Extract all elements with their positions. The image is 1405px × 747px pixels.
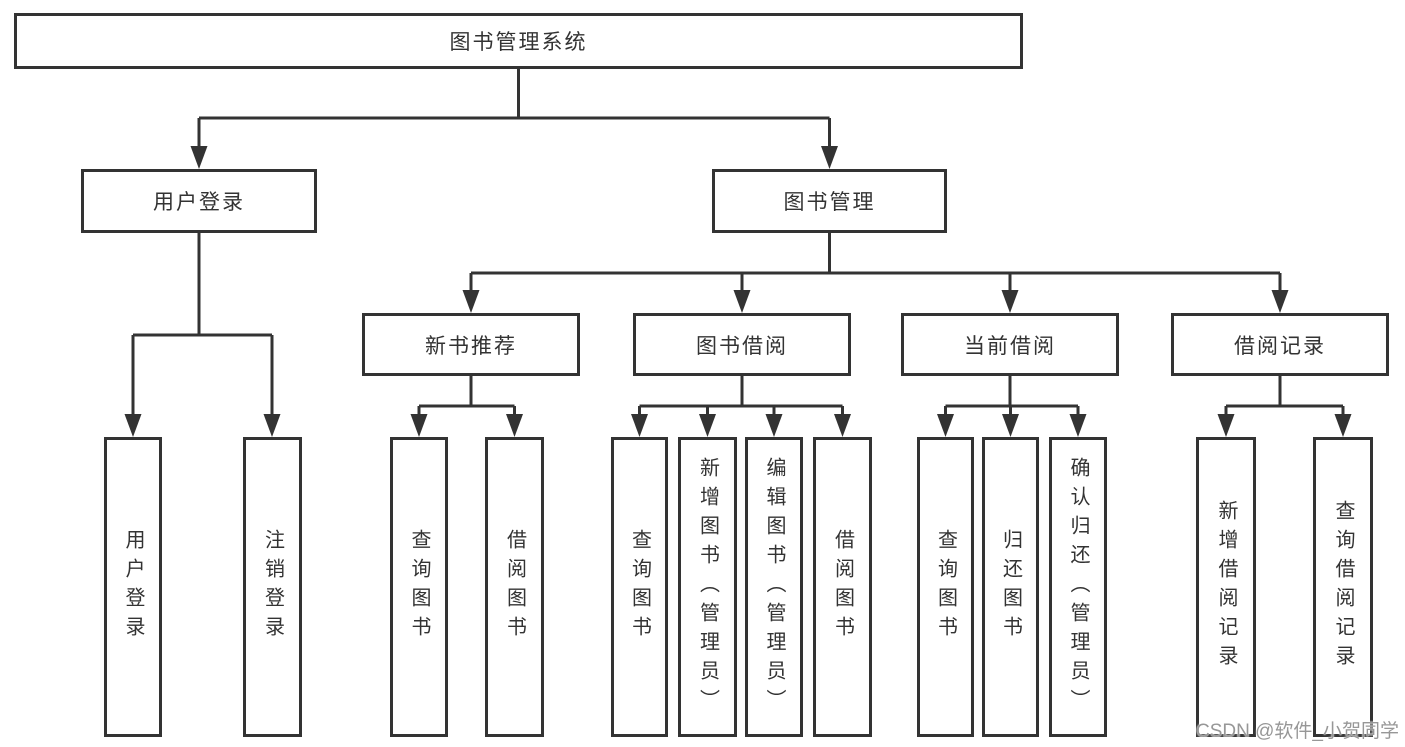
arrow-to-borrow-books-1 <box>506 414 523 437</box>
node-user-login: 用户登录 <box>81 169 317 233</box>
arrow-to-user-login <box>190 146 208 169</box>
arrow-to-query-books-1 <box>410 414 428 437</box>
node-book-borrow: 图书借阅 <box>633 313 851 376</box>
arrowheads <box>124 146 1352 437</box>
watermark: CSDN @软件_小贺同学 <box>1196 721 1399 742</box>
arrow-to-add-borrow-record <box>1217 414 1235 437</box>
connector-current-borrow-children <box>944 376 1080 420</box>
connector-user-login-children <box>131 233 274 418</box>
arrow-to-query-borrow-record <box>1334 414 1352 437</box>
node-borrow-books-leaf: 借阅图书 <box>813 437 872 737</box>
node-confirm-return-admin: 确认归还（管理员） <box>1049 437 1107 737</box>
arrow-to-query-books-3 <box>937 414 954 437</box>
arrow-to-borrow-records <box>1271 290 1289 313</box>
arrow-to-query-books-2 <box>631 414 648 437</box>
connector-borrow-records-children <box>1224 376 1345 420</box>
node-logout-leaf: 注销登录 <box>243 437 302 737</box>
node-return-book: 归还图书 <box>982 437 1039 737</box>
connector-book-borrow-children <box>638 376 844 420</box>
node-query-borrow-record: 查询借阅记录 <box>1313 437 1373 737</box>
arrow-to-book-borrow <box>733 290 751 313</box>
node-edit-book-admin: 编辑图书（管理员） <box>745 437 803 737</box>
connector-book-management-children <box>469 233 1282 294</box>
node-new-book-recommend: 新书推荐 <box>362 313 580 376</box>
arrow-to-confirm-return <box>1069 414 1087 437</box>
node-query-books-current: 查询图书 <box>917 437 974 737</box>
arrow-to-logout-leaf <box>263 414 281 437</box>
node-add-borrow-record: 新增借阅记录 <box>1196 437 1256 737</box>
arrow-to-edit-book <box>765 414 783 437</box>
arrow-to-add-book <box>699 414 716 437</box>
node-query-books-borrow: 查询图书 <box>611 437 668 737</box>
arrow-to-current-borrow <box>1001 290 1019 313</box>
node-book-management: 图书管理 <box>712 169 947 233</box>
node-current-borrow: 当前借阅 <box>901 313 1119 376</box>
arrow-to-new-book-recommend <box>462 290 480 313</box>
connector-new-book-children <box>417 376 516 420</box>
node-add-book-admin: 新增图书（管理员） <box>678 437 737 737</box>
arrow-to-user-login-leaf <box>124 414 142 437</box>
node-borrow-books-recommend: 借阅图书 <box>485 437 544 737</box>
arrow-to-borrow-books-2 <box>834 414 851 437</box>
connector-root-to-level2 <box>197 69 831 150</box>
node-borrow-records: 借阅记录 <box>1171 313 1389 376</box>
arrow-to-book-management <box>821 146 838 169</box>
node-query-books-recommend: 查询图书 <box>390 437 448 737</box>
arrow-to-return-book <box>1002 414 1019 437</box>
node-user-login-leaf: 用户登录 <box>104 437 162 737</box>
node-library-system: 图书管理系统 <box>14 13 1023 69</box>
